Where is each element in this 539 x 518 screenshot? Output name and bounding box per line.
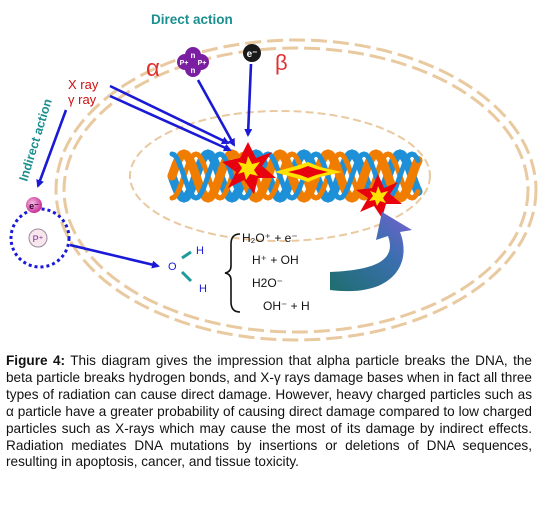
svg-text:P+: P+	[198, 60, 207, 67]
caption-text: This diagram gives the impression that a…	[6, 353, 532, 470]
explosion-base-hit	[356, 174, 402, 218]
svg-text:O: O	[168, 261, 177, 273]
gamma-ray-label: γ ray	[68, 92, 97, 107]
svg-text:P⁺: P⁺	[33, 234, 44, 244]
products-brace	[224, 233, 241, 313]
indirect-action-label: Indirect action	[16, 97, 54, 183]
alpha-particle-icon: n P+ P+ n	[177, 47, 209, 77]
product-line-4: OH⁻ + H	[263, 299, 310, 313]
radiation-arrows	[36, 63, 253, 269]
svg-text:H: H	[199, 283, 207, 295]
figure-caption: Figure 4: This diagram gives the impress…	[6, 353, 532, 471]
explosion-alpha-hit	[222, 142, 276, 194]
svg-text:H: H	[196, 245, 204, 257]
beta-symbol: β	[275, 50, 288, 75]
direct-action-label: Direct action	[151, 12, 233, 27]
product-line-3: H2O⁻	[252, 276, 283, 290]
atom-icon: P⁺ e⁻	[9, 197, 71, 269]
xray-label: X ray	[68, 77, 99, 92]
product-line-1: H₂O⁺ + e⁻	[242, 231, 298, 245]
svg-text:P+: P+	[180, 60, 189, 67]
caption-label: Figure 4:	[6, 353, 66, 368]
product-line-2: H⁺ + OH	[252, 253, 299, 267]
alpha-symbol: α	[146, 55, 160, 82]
curved-arrow-to-dna	[330, 212, 412, 292]
radiation-dna-damage-diagram: Direct action α β n P+ P+ n e⁻ X ray γ r…	[9, 12, 538, 342]
svg-text:e⁻: e⁻	[247, 49, 258, 60]
cell-outline	[54, 38, 538, 342]
nucleus-outline	[129, 110, 431, 242]
svg-text:n: n	[191, 51, 196, 60]
svg-text:n: n	[191, 66, 196, 75]
explosion-beta-hit	[274, 162, 342, 182]
svg-text:e⁻: e⁻	[29, 201, 39, 211]
beta-electron-icon: e⁻	[243, 44, 261, 62]
water-molecule: O H H	[168, 245, 207, 295]
